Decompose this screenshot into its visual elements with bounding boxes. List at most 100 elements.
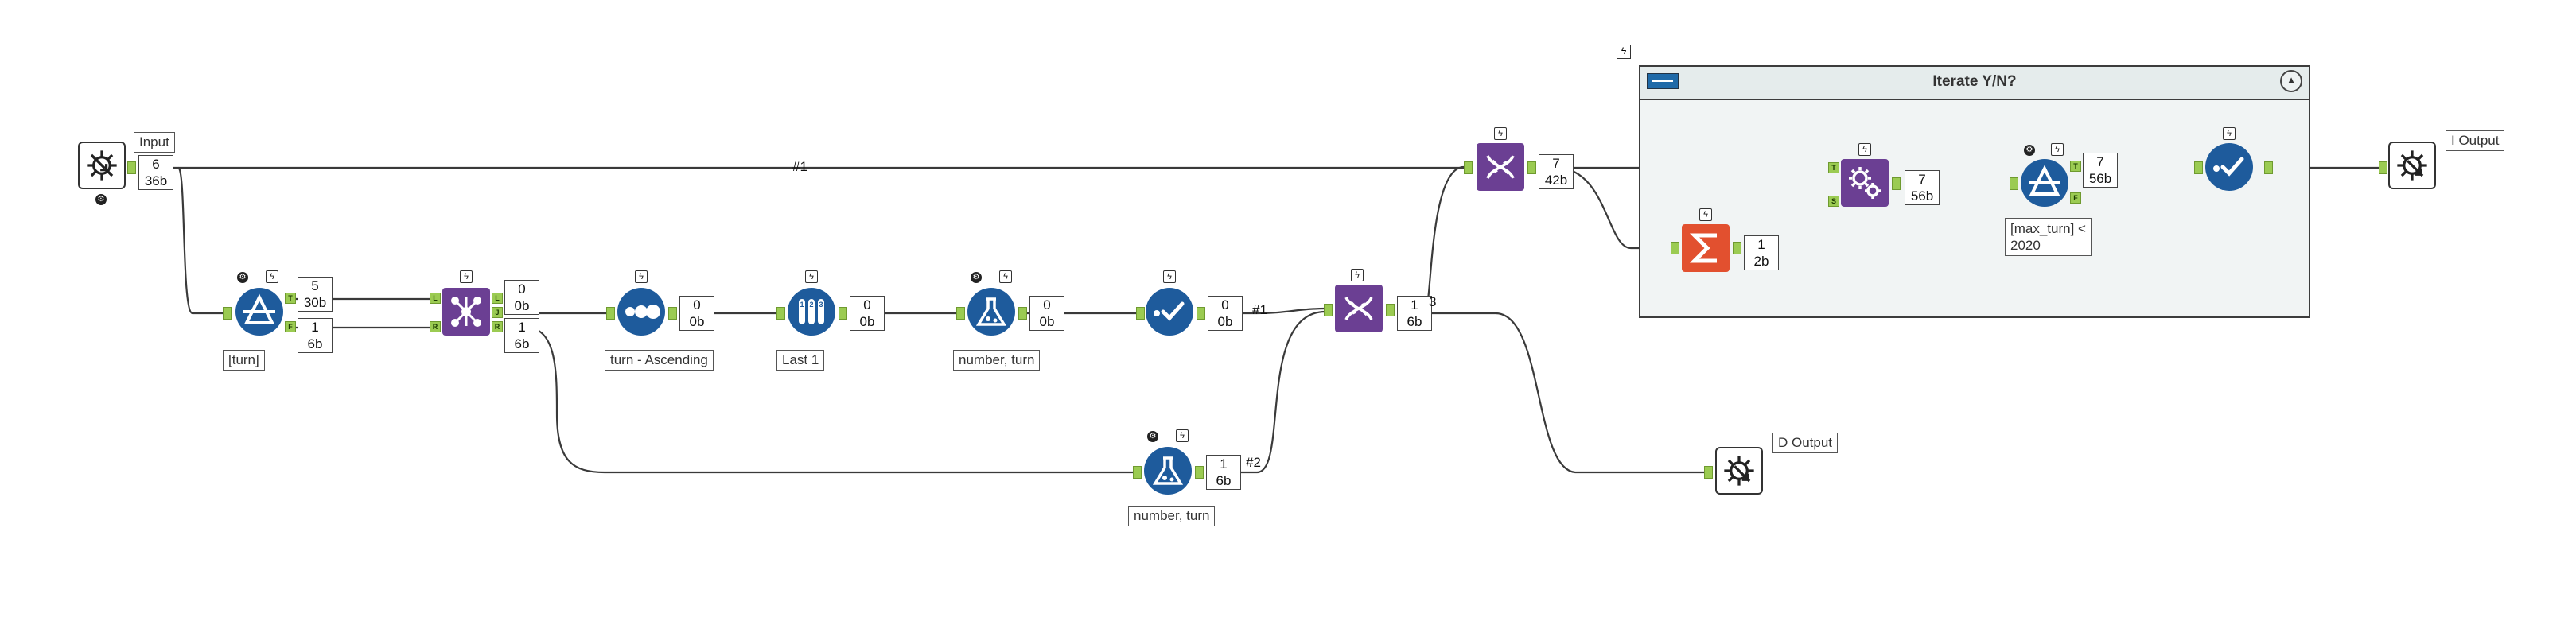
summarize-tool[interactable]: [1682, 224, 1730, 272]
formula-tool[interactable]: [1144, 447, 1192, 495]
config-badge-icon: ⚙: [237, 272, 248, 283]
filter-icon: [243, 293, 275, 324]
annotation-d-output: D Output: [1772, 433, 1839, 453]
anchor-l[interactable]: L: [492, 293, 503, 304]
macro-output-tool[interactable]: [1715, 447, 1763, 495]
formula-icon: [975, 297, 1007, 326]
select-icon: [1154, 301, 1185, 321]
container-title: Iterate Y/N?: [1932, 73, 2017, 90]
lightning-icon: ϟ: [635, 270, 648, 283]
lightning-icon: ϟ: [460, 270, 473, 283]
anchor-s[interactable]: S: [1828, 196, 1839, 207]
macro-output-icon: [1724, 456, 1754, 486]
join-tool[interactable]: [442, 288, 490, 336]
annotation-i-output: I Output: [2446, 130, 2505, 151]
sort-icon: [625, 305, 660, 319]
input-anchor[interactable]: [223, 307, 232, 320]
select-tool[interactable]: [1146, 288, 1193, 336]
anchor-t[interactable]: T: [1828, 162, 1839, 173]
join-icon: [451, 297, 481, 327]
anchor-f[interactable]: F: [2070, 192, 2081, 204]
output-anchor[interactable]: [1733, 242, 1741, 254]
container-cache-badge: ϟ: [1617, 45, 1631, 59]
annotation-sort: turn - Ascending: [605, 350, 714, 371]
container-bar-icon: [1647, 73, 1679, 89]
annotation-formula-b: number, turn: [1128, 506, 1216, 526]
output-anchor[interactable]: [1386, 304, 1395, 316]
config-badge-icon: ⚙: [2024, 145, 2035, 156]
input-anchor[interactable]: [1133, 466, 1142, 479]
input-anchor[interactable]: [606, 307, 615, 320]
anchor-l[interactable]: L: [430, 293, 441, 304]
lightning-icon: ϟ: [1494, 127, 1507, 140]
lightning-icon: ϟ: [2051, 143, 2064, 156]
output-anchor[interactable]: [668, 307, 677, 320]
input-anchor[interactable]: [1136, 307, 1145, 320]
output-anchor[interactable]: [127, 161, 136, 174]
wire-formula-b-to-union-lower: [1222, 310, 1326, 474]
input-anchor[interactable]: [776, 307, 785, 320]
input-anchor[interactable]: [2010, 177, 2018, 190]
append-fields-tool[interactable]: [1841, 159, 1889, 207]
union-tool[interactable]: [1335, 285, 1383, 332]
input-anchor[interactable]: [956, 307, 965, 320]
filter-icon: [2029, 165, 2060, 196]
macro-input-tool[interactable]: [78, 142, 126, 189]
annotation-sample: Last 1: [776, 350, 825, 371]
container-header[interactable]: Iterate Y/N? ▲: [1640, 67, 2309, 100]
annotation-filter-max: [max_turn] < 2020: [2005, 218, 2092, 256]
select-tool[interactable]: [2205, 143, 2253, 191]
output-anchor[interactable]: [839, 307, 847, 320]
lightning-icon: ϟ: [805, 270, 818, 283]
anchor-j[interactable]: J: [492, 307, 503, 318]
union-tool[interactable]: [1477, 143, 1524, 191]
input-anchor[interactable]: [2194, 161, 2203, 174]
output-anchor[interactable]: [1527, 161, 1536, 174]
anchor-t[interactable]: T: [285, 293, 296, 304]
collapse-icon[interactable]: ▲: [2280, 70, 2302, 92]
wire-union-lower-to-d-output: [1426, 312, 1706, 474]
append-fields-icon: [1849, 167, 1881, 199]
formula-tool[interactable]: [967, 288, 1015, 336]
input-anchor[interactable]: [1324, 304, 1333, 316]
iterate-container[interactable]: Iterate Y/N? ▲: [1639, 65, 2310, 318]
input-anchor[interactable]: [1671, 242, 1679, 254]
anchor-r[interactable]: R: [492, 321, 503, 332]
input-anchor[interactable]: [1464, 161, 1473, 174]
anchor-r[interactable]: R: [430, 321, 441, 332]
output-anchor[interactable]: [1197, 307, 1205, 320]
lightning-icon: ϟ: [266, 270, 278, 283]
input-anchor[interactable]: [2379, 161, 2387, 174]
output-anchor[interactable]: [1892, 177, 1901, 190]
lightning-icon: ϟ: [1351, 269, 1364, 281]
sort-tool[interactable]: [617, 288, 665, 336]
output-anchor[interactable]: [2264, 161, 2273, 174]
svg-text:1: 1: [800, 301, 804, 309]
anchor-f[interactable]: F: [285, 321, 296, 332]
filter-tool[interactable]: [235, 288, 283, 336]
macro-output-tool[interactable]: [2388, 142, 2436, 189]
output-anchor[interactable]: [1195, 466, 1204, 479]
filter-tool[interactable]: [2021, 159, 2068, 207]
input-anchor[interactable]: [1704, 466, 1713, 479]
lightning-icon: ϟ: [1176, 429, 1189, 442]
macro-input-icon: [87, 150, 117, 181]
annotation-filter: [turn]: [223, 350, 265, 371]
wire-input-to-filter: [177, 166, 224, 315]
output-anchor[interactable]: [1018, 307, 1027, 320]
anchor-t[interactable]: T: [2070, 161, 2081, 172]
